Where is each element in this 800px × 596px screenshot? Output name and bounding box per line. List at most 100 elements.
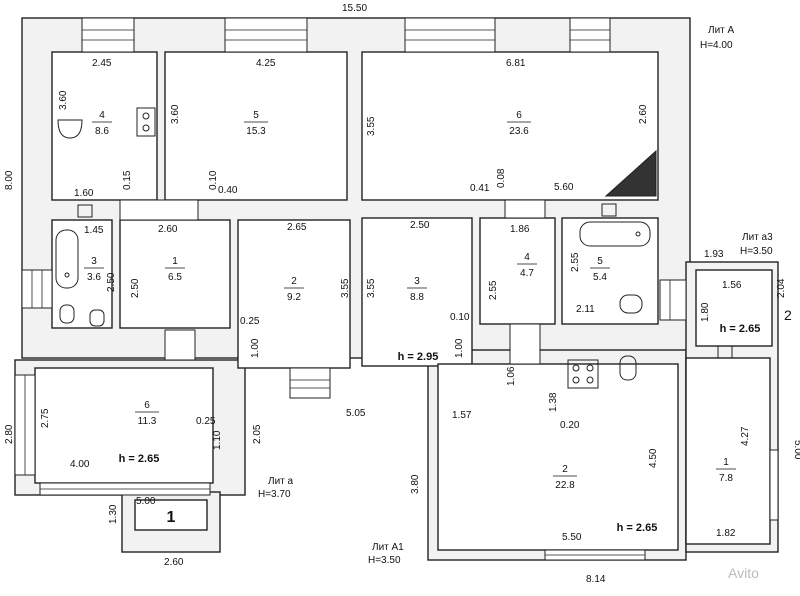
svg-text:4: 4 xyxy=(99,110,105,121)
svg-text:6.5: 6.5 xyxy=(168,272,182,283)
svg-text:11.3: 11.3 xyxy=(138,416,157,427)
svg-text:1.00: 1.00 xyxy=(250,338,261,358)
svg-text:4.50: 4.50 xyxy=(648,448,659,468)
dimensions: 15.50 8.00 2.45 3.60 4.25 3.60 6.81 3.55… xyxy=(4,3,800,585)
svg-text:3: 3 xyxy=(414,276,420,287)
porch-number: 1 xyxy=(167,509,176,526)
svg-text:2: 2 xyxy=(291,276,297,287)
svg-text:2: 2 xyxy=(784,307,792,323)
svg-text:2.65: 2.65 xyxy=(287,222,307,233)
room-label-4-mid: 4 4.7 xyxy=(517,252,537,279)
lit-a-label: Лит а xyxy=(268,476,294,487)
lit-a1-label: Лит А1 xyxy=(372,542,404,553)
room-label-1-mid: 1 6.5 xyxy=(165,256,185,283)
svg-text:0.25: 0.25 xyxy=(240,316,260,327)
svg-text:1: 1 xyxy=(723,457,729,468)
svg-text:3.60: 3.60 xyxy=(58,90,69,110)
room-label-5-top: 5 15.3 xyxy=(244,110,268,137)
svg-text:8.14: 8.14 xyxy=(586,574,606,585)
svg-text:1.30: 1.30 xyxy=(108,504,119,524)
svg-text:2.55: 2.55 xyxy=(488,280,499,300)
windows-top xyxy=(14,17,779,561)
svg-text:1: 1 xyxy=(172,256,178,267)
porch-step xyxy=(134,499,208,531)
svg-text:5.05: 5.05 xyxy=(346,408,366,419)
height-label-295: h = 2.95 xyxy=(398,351,439,363)
svg-text:5.50: 5.50 xyxy=(562,532,582,543)
svg-text:0.15: 0.15 xyxy=(122,170,133,190)
room-3-bath xyxy=(51,219,113,329)
svg-text:1.57: 1.57 xyxy=(452,410,472,421)
height-label-265-annex-a3: h = 2.65 xyxy=(720,323,761,335)
svg-text:2.60: 2.60 xyxy=(164,557,184,568)
room-1-mid xyxy=(119,219,231,329)
height-label-265-annex-a1: h = 2.65 xyxy=(617,522,658,534)
room-label-6-top: 6 23.6 xyxy=(507,110,531,137)
svg-text:8.6: 8.6 xyxy=(95,126,109,137)
svg-text:0.08: 0.08 xyxy=(496,168,507,188)
svg-text:3.6: 3.6 xyxy=(87,272,101,283)
svg-text:5: 5 xyxy=(253,110,259,121)
svg-text:4.27: 4.27 xyxy=(740,426,751,446)
svg-text:8.00: 8.00 xyxy=(4,170,15,190)
room-label-3-bath: 3 3.6 xyxy=(84,256,104,283)
svg-text:0.10: 0.10 xyxy=(450,312,470,323)
svg-text:4.25: 4.25 xyxy=(256,58,276,69)
lit-a-height: H=3.70 xyxy=(258,489,291,500)
svg-text:15.50: 15.50 xyxy=(342,3,367,14)
watermark: Avito xyxy=(728,565,759,581)
room-2-mid xyxy=(237,219,351,369)
room-1-annex-a3 xyxy=(685,357,771,545)
lit-a3-height: H=3.50 xyxy=(740,246,773,257)
svg-text:1.45: 1.45 xyxy=(84,225,104,236)
svg-text:15.3: 15.3 xyxy=(246,126,266,137)
room-label-6-annex-a: 6 11.3 xyxy=(135,400,159,427)
svg-text:3.55: 3.55 xyxy=(366,278,377,298)
svg-text:2.50: 2.50 xyxy=(410,220,430,231)
height-label-265-annex-a: h = 2.65 xyxy=(119,453,160,465)
lit-a-main-label: Лит А xyxy=(708,25,735,36)
svg-text:0.20: 0.20 xyxy=(560,420,580,431)
svg-text:1.86: 1.86 xyxy=(510,224,530,235)
svg-text:2.04: 2.04 xyxy=(776,278,787,298)
svg-text:1.56: 1.56 xyxy=(722,280,742,291)
svg-text:23.6: 23.6 xyxy=(509,126,529,137)
svg-text:1.93: 1.93 xyxy=(704,249,724,260)
svg-text:2.11: 2.11 xyxy=(576,304,595,315)
svg-text:1.06: 1.06 xyxy=(506,366,517,386)
svg-text:2.60: 2.60 xyxy=(158,224,178,235)
svg-text:5.60: 5.60 xyxy=(554,182,574,193)
room-4-top xyxy=(51,51,158,201)
svg-text:2.60: 2.60 xyxy=(638,104,649,124)
svg-text:5.00: 5.00 xyxy=(136,496,156,507)
svg-text:2.50: 2.50 xyxy=(130,278,141,298)
room-label-2-mid: 2 9.2 xyxy=(284,276,304,303)
svg-text:1.10: 1.10 xyxy=(212,430,223,450)
svg-text:3.55: 3.55 xyxy=(366,116,377,136)
svg-text:8.8: 8.8 xyxy=(410,292,424,303)
svg-text:1.00: 1.00 xyxy=(454,338,465,358)
svg-text:2.80: 2.80 xyxy=(4,424,15,444)
svg-text:7.8: 7.8 xyxy=(719,473,733,484)
svg-text:3.55: 3.55 xyxy=(340,278,351,298)
svg-text:2.45: 2.45 xyxy=(92,58,112,69)
room-label-5-mid: 5 5.4 xyxy=(590,256,610,283)
room-label-1-annex-a3: 1 7.8 xyxy=(716,457,736,484)
svg-text:5.4: 5.4 xyxy=(593,272,607,283)
svg-text:4: 4 xyxy=(524,252,530,263)
svg-text:0.25: 0.25 xyxy=(196,416,216,427)
svg-text:0.10: 0.10 xyxy=(208,170,219,190)
svg-text:2: 2 xyxy=(562,464,568,475)
room-label-4-top: 4 8.6 xyxy=(92,110,112,137)
svg-text:3.80: 3.80 xyxy=(410,474,421,494)
svg-text:22.8: 22.8 xyxy=(555,480,575,491)
svg-text:0.40: 0.40 xyxy=(218,185,238,196)
lit-a-main-height: H=4.00 xyxy=(700,40,733,51)
room-label-3-mid: 3 8.8 xyxy=(407,276,427,303)
svg-text:4.7: 4.7 xyxy=(520,268,534,279)
svg-text:2.50: 2.50 xyxy=(106,272,117,292)
lit-a1-height: H=3.50 xyxy=(368,555,401,566)
svg-text:0.41: 0.41 xyxy=(470,183,490,194)
svg-text:3.60: 3.60 xyxy=(170,104,181,124)
